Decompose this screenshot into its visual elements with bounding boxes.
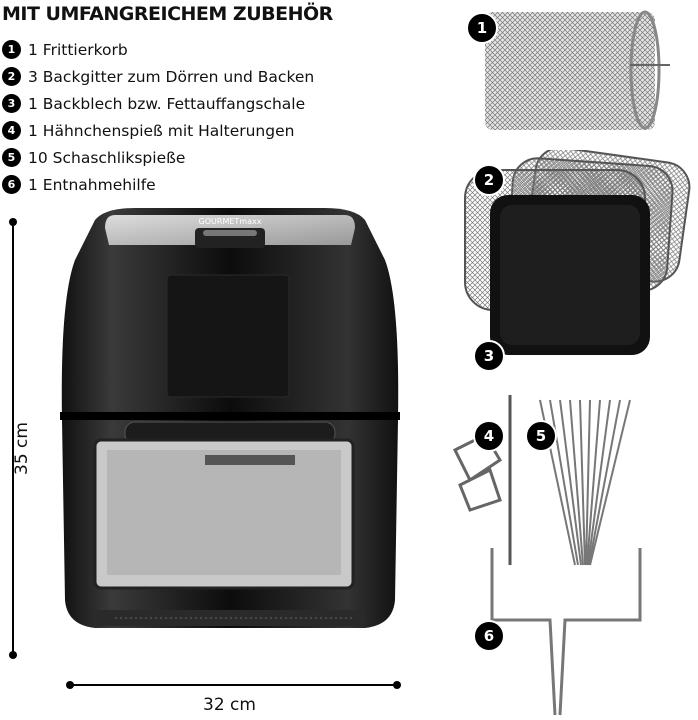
item-label: 1 Backblech bzw. Fettauffangschale — [28, 94, 306, 113]
number-badge: 3 — [2, 94, 21, 113]
number-badge: 2 — [2, 67, 21, 86]
list-item: 6 1 Entnahmehilfe — [2, 171, 314, 198]
number-badge: 6 — [2, 175, 21, 194]
number-badge: 3 — [473, 340, 505, 372]
height-label: 35 cm — [12, 422, 32, 475]
list-item: 2 3 Backgitter zum Dörren und Backen — [2, 63, 314, 90]
accessory-list: 1 1 Frittierkorb 2 3 Backgitter zum Dörren… — [2, 36, 314, 198]
fry-basket-image — [485, 10, 670, 130]
page-title: MIT UMFANGREICHEM ZUBEHÖR — [2, 3, 333, 25]
number-badge: 2 — [473, 164, 505, 196]
number-badge: 1 — [466, 12, 498, 44]
list-item: 4 1 Hähnchenspieß mit Halterungen — [2, 117, 314, 144]
number-badge: 4 — [473, 420, 505, 452]
list-item: 3 1 Backblech bzw. Fettauffangschale — [2, 90, 314, 117]
number-badge: 5 — [525, 420, 557, 452]
number-badge: 6 — [473, 620, 505, 652]
item-label: 3 Backgitter zum Dörren und Backen — [28, 67, 315, 86]
air-fryer-image: GOURMETmaxx — [60, 208, 400, 628]
brand-logo: GOURMETmaxx — [199, 217, 262, 226]
item-label: 1 Frittierkorb — [28, 40, 128, 59]
number-badge: 4 — [2, 121, 21, 140]
grids-and-tray-image — [464, 150, 691, 355]
number-badge: 5 — [2, 148, 21, 167]
list-item: 1 1 Frittierkorb — [2, 36, 314, 63]
list-item: 5 10 Schaschlikspieße — [2, 144, 314, 171]
item-label: 1 Hähnchenspieß mit Halterungen — [28, 121, 295, 140]
number-badge: 1 — [2, 40, 21, 59]
width-label: 32 cm — [203, 695, 256, 715]
item-label: 1 Entnahmehilfe — [28, 175, 156, 194]
lifter-image — [490, 548, 642, 716]
item-label: 10 Schaschlikspieße — [28, 148, 186, 167]
